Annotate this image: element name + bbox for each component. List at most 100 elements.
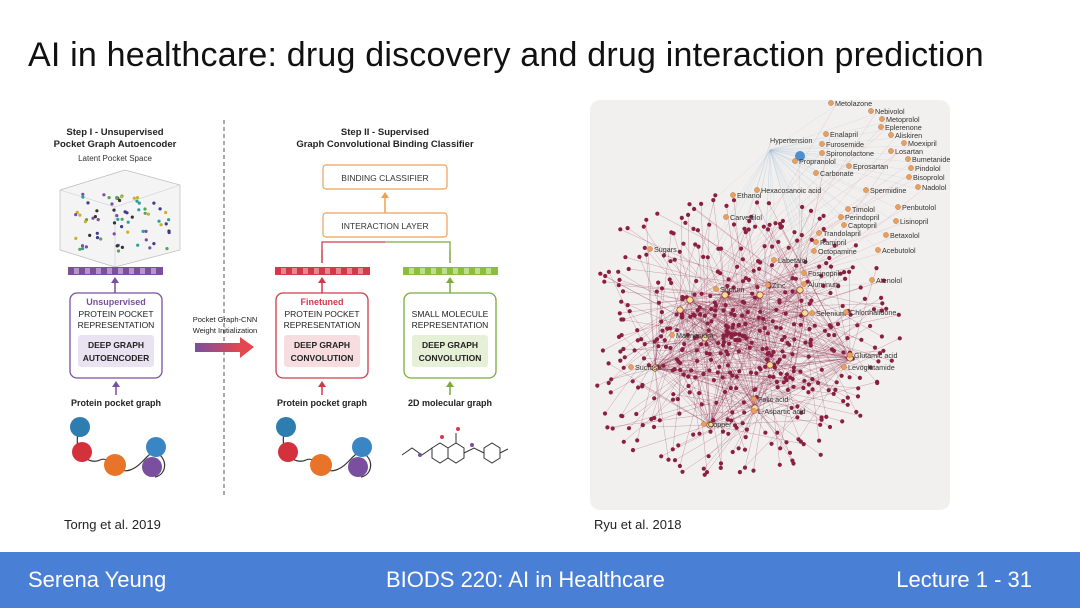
latent-label: Latent Pocket Space [78,154,152,163]
drug-node [801,270,807,276]
binding-classifier-label: BINDING CLASSIFIER [341,173,428,183]
network-label: Folic acid [758,395,788,404]
network-label: Pindolol [915,164,941,173]
drug-node [669,332,675,338]
drug-node [843,309,849,315]
drug-node [845,206,851,212]
network-label: Metoprolol [886,115,920,124]
drug-node [901,140,907,146]
latent-space-plot [59,169,181,268]
network-label: Enalapril [830,130,858,139]
svg-text:PROTEIN POCKET: PROTEIN POCKET [284,309,359,319]
caption-right: Ryu et al. 2018 [594,517,682,532]
drug-node [908,165,914,171]
network-label: Hexacosanoic acid [761,186,821,195]
latent-vector-bar [68,267,163,275]
drug-node [863,187,869,193]
network-label: Copper [708,420,732,429]
network-label: Eprosartan [853,162,888,171]
drug-node [701,421,707,427]
footer-author: Serena Yeung [28,567,167,592]
network-label: Losartan [895,147,923,156]
network-label: Spironolactone [826,149,874,158]
molecular-structure [401,427,509,464]
weight-transfer-arrow [195,337,254,358]
svg-text:SMALL MOLECULE: SMALL MOLECULE [412,309,489,319]
drug-node [751,396,757,402]
drug-node [771,257,777,263]
graph-cnn-figure: Step I - Unsupervised Pocket Graph Autoe… [54,120,509,495]
drug-node [883,232,889,238]
footer-lecture: Lecture 1 - 31 [896,567,1032,592]
drug-node [723,214,729,220]
network-label: Penbutolol [902,203,936,212]
drug-node [905,156,911,162]
network-label: Sugars [654,245,677,254]
drug-node [765,282,771,288]
network-label: Labetalol [778,256,808,265]
network-label: L-Aspartic acid [758,407,806,416]
svg-text:DEEP GRAPH: DEEP GRAPH [294,340,350,350]
drug-node [906,174,912,180]
drug-node [875,247,881,253]
footer-bar: Serena Yeung BIODS 220: AI in Healthcare… [0,552,1080,608]
drug-node [730,192,736,198]
svg-text:AUTOENCODER: AUTOENCODER [83,353,149,363]
protein-graph-label-1: Protein pocket graph [71,398,161,408]
protein-pocket-graph-1 [70,417,166,478]
network-label: Chlorthalidone [850,308,896,317]
network-label: Timolol [852,205,875,214]
finetuned-label: Finetuned [301,297,344,307]
drug-node [628,364,634,370]
drug-node [809,310,815,316]
drug-node [888,132,894,138]
network-label: Levoglutamide [848,363,895,372]
svg-text:REPRESENTATION: REPRESENTATION [284,320,361,330]
svg-text:DEEP GRAPH: DEEP GRAPH [88,340,144,350]
drug-node [811,248,817,254]
drug-node [868,108,874,114]
drug-node [801,281,807,287]
drug-node [751,408,757,414]
protein-pocket-graph-2 [276,417,372,478]
protein-vector-bar [275,267,370,275]
drug-node [819,150,825,156]
step2-title: Step II - Supervised [341,127,429,138]
protein-graph-label-2: Protein pocket graph [277,398,367,408]
network-label: Aliskiren [895,131,922,140]
caption-left: Torng et al. 2019 [64,517,161,532]
drug-node [893,218,899,224]
network-label: Bisoprolol [913,173,945,182]
network-label: Aluminum [808,280,840,289]
network-label: Octopamine [818,247,857,256]
network-label: Ramipril [820,238,847,247]
unsupervised-label: Unsupervised [86,297,146,307]
step1-subtitle: Pocket Graph Autoencoder [54,139,177,150]
drug-node [838,214,844,220]
step2-subtitle: Graph Convolutional Binding Classifier [296,139,474,150]
drug-node [895,204,901,210]
drug-node [869,277,875,283]
network-label: Bumetanide [912,155,950,164]
network-label: Captopril [848,221,877,230]
mol-graph-label: 2D molecular graph [408,398,492,408]
network-label: Sucrose [635,363,661,372]
drug-node [754,187,760,193]
network-label: Magnesium [676,331,713,340]
network-label: Selenium [816,309,846,318]
drug-node [819,141,825,147]
network-label: Eplerenone [885,123,922,132]
network-label: Nadolol [922,183,947,192]
drug-node [878,124,884,130]
network-label: Acebutolol [882,246,916,255]
drug-node [813,170,819,176]
network-label: Trandolapril [823,229,861,238]
network-label: Spermidine [870,186,906,195]
network-label: Atenolol [876,276,902,285]
network-label: Carvedilol [730,213,762,222]
svg-text:PROTEIN POCKET: PROTEIN POCKET [78,309,153,319]
drug-node [879,116,885,122]
svg-text:REPRESENTATION: REPRESENTATION [78,320,155,330]
drug-node [816,230,822,236]
